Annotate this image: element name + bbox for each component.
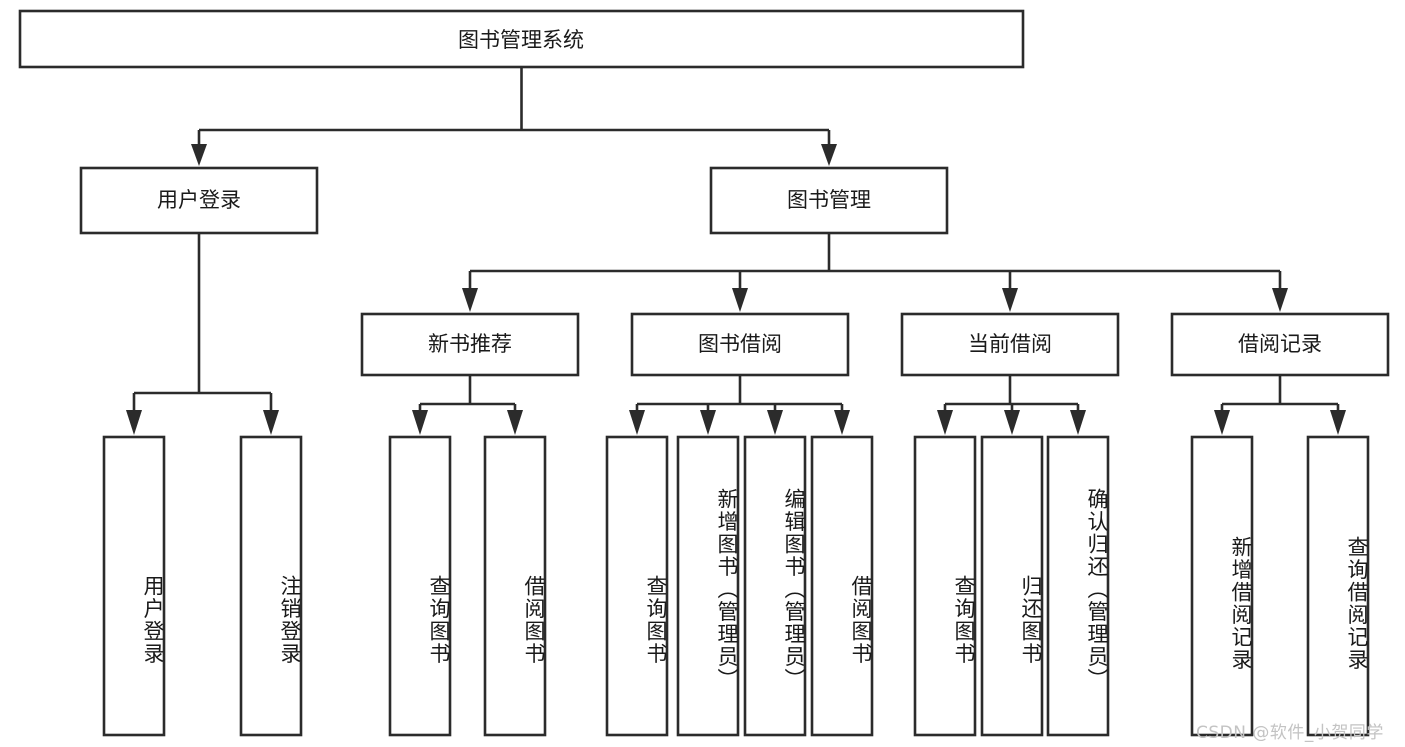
arrow-head-book-borrow	[732, 288, 748, 312]
arrow-head-borrow-record	[1272, 288, 1288, 312]
node-box-book-borrow[interactable]	[630, 312, 850, 377]
arrow-head-leaf-user-login	[126, 410, 142, 435]
node-box-leaf-borrow-book-1[interactable]	[483, 435, 547, 737]
node-box-current-borrow[interactable]	[900, 312, 1120, 377]
node-box-leaf-add-record[interactable]	[1190, 435, 1254, 737]
node-label-book-borrow: 图书借阅	[698, 332, 782, 356]
connector-group-borrow-record	[1214, 375, 1346, 435]
node-box-root[interactable]	[18, 9, 1025, 69]
arrow-head-user-login	[191, 144, 207, 166]
node-box-new-book-recommend[interactable]	[360, 312, 580, 377]
arrow-head-current-leaf2	[1004, 410, 1020, 435]
watermark-text: CSDN @软件_小贺同学	[1196, 723, 1384, 743]
node-label-current-borrow: 当前借阅	[968, 332, 1052, 356]
node-box-leaf-return-book[interactable]	[980, 435, 1044, 737]
arrow-head-newbook	[462, 288, 478, 312]
arrow-head-borrow-leaf3	[767, 410, 783, 435]
node-box-leaf-borrow-book-2[interactable]	[810, 435, 874, 737]
node-box-leaf-user-login[interactable]	[102, 435, 166, 737]
node-box-leaf-add-book[interactable]	[676, 435, 740, 737]
node-box-leaf-edit-book[interactable]	[743, 435, 807, 737]
arrow-head-borrow-leaf2	[700, 410, 716, 435]
arrow-head-record-leaf2	[1330, 410, 1346, 435]
connector-group-newbook	[412, 375, 523, 435]
connector-group-root	[191, 67, 837, 166]
node-box-user-login[interactable]	[79, 166, 319, 235]
node-box-leaf-query-book-3[interactable]	[913, 435, 977, 737]
node-box-leaf-query-record[interactable]	[1306, 435, 1370, 737]
arrow-head-book-manage	[821, 144, 837, 166]
node-label-borrow-record: 借阅记录	[1238, 332, 1322, 356]
node-label-user-login: 用户登录	[157, 188, 241, 212]
node-box-leaf-logout[interactable]	[239, 435, 303, 737]
arrow-head-current-leaf3	[1070, 410, 1086, 435]
node-box-leaf-confirm-return[interactable]	[1046, 435, 1110, 737]
connector-group-book-borrow	[629, 375, 850, 435]
node-box-borrow-record[interactable]	[1170, 312, 1390, 377]
arrow-head-leaf-logout	[263, 410, 279, 435]
node-box-leaf-query-book-2[interactable]	[605, 435, 669, 737]
connector-group-book-manage	[462, 233, 1288, 312]
node-label-root: 图书管理系统	[458, 28, 584, 52]
connector-group-current-borrow	[937, 375, 1086, 435]
node-box-book-manage[interactable]	[709, 166, 949, 235]
arrow-head-current-leaf1	[937, 410, 953, 435]
node-box-leaf-query-book-1[interactable]	[388, 435, 452, 737]
node-label-book-manage: 图书管理	[787, 188, 871, 212]
arrow-head-newbook-leaf2	[507, 410, 523, 435]
arrow-head-newbook-leaf1	[412, 410, 428, 435]
arrow-head-record-leaf1	[1214, 410, 1230, 435]
arrow-head-current-borrow	[1002, 288, 1018, 312]
arrow-head-borrow-leaf1	[629, 410, 645, 435]
node-label-new-book-recommend: 新书推荐	[428, 332, 512, 356]
arrow-head-borrow-leaf4	[834, 410, 850, 435]
connector-group-user-login	[126, 233, 279, 435]
